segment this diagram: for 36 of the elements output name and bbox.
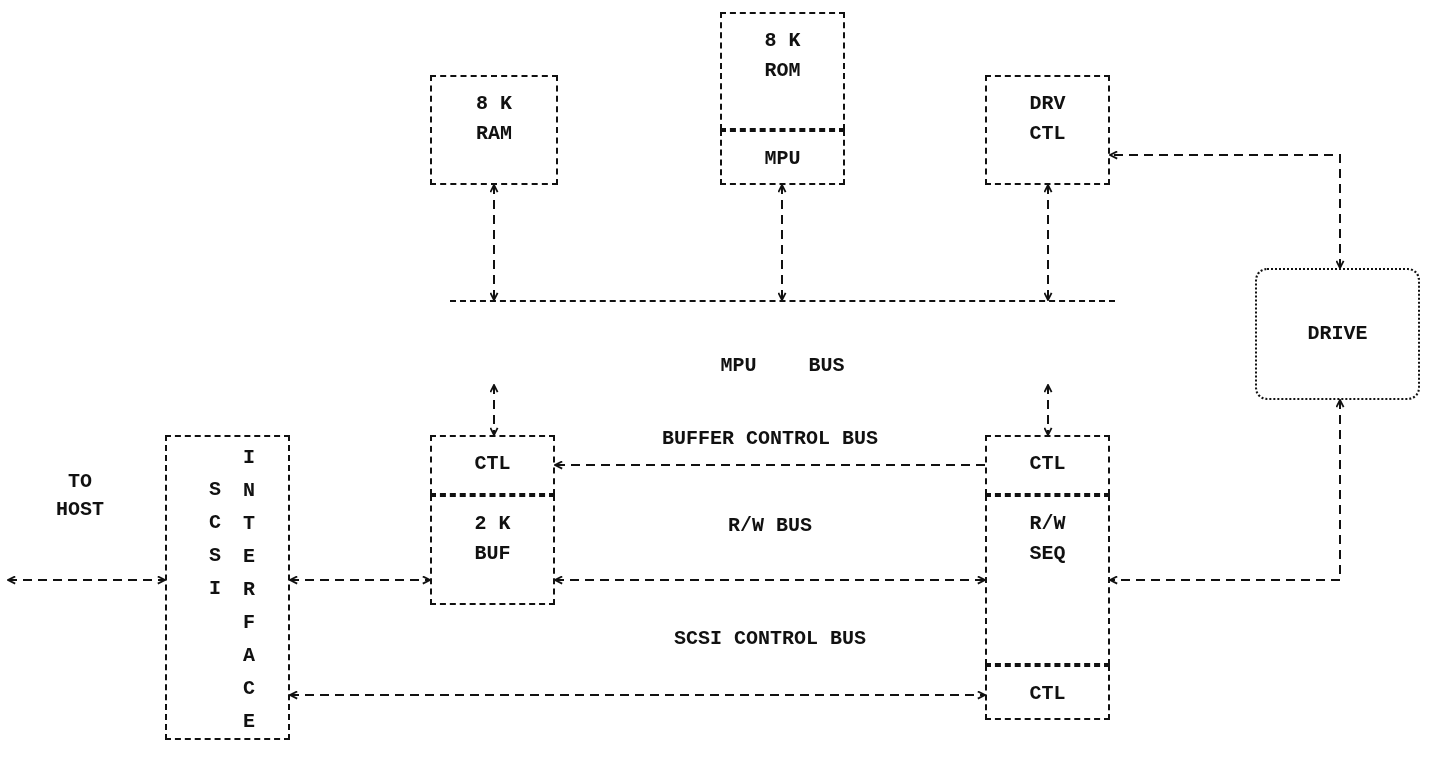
block-label: 8 K ROM — [763, 28, 802, 84]
dashed-arrow — [1109, 150, 1345, 269]
block-box — [430, 495, 555, 605]
block-box — [985, 75, 1110, 185]
block-box — [985, 495, 1110, 665]
block-box — [720, 12, 845, 130]
block-box — [430, 75, 558, 185]
dashed-arrow — [1043, 184, 1053, 301]
block-box — [720, 130, 845, 185]
block-label: CTL — [474, 451, 511, 477]
drive-box — [1255, 268, 1420, 400]
block-label: DRIVE — [1307, 321, 1368, 347]
block-box — [165, 435, 290, 740]
dashed-arrow — [7, 575, 166, 585]
block-label: 2 K BUF — [473, 511, 512, 567]
block-label: 8 K RAM — [475, 91, 513, 147]
block-label: R/W SEQ — [1028, 511, 1067, 567]
dashed-arrow — [554, 460, 986, 470]
block-label: MPU — [764, 146, 801, 172]
block-label: CTL — [1029, 451, 1066, 477]
block-box — [985, 435, 1110, 495]
vertical-label: SCSI — [208, 477, 222, 602]
block-label: CTL — [1029, 681, 1066, 707]
dashed-arrow — [1043, 384, 1053, 436]
dashed-arrow — [289, 690, 986, 700]
dashed-arrow — [289, 575, 431, 585]
bus-label: MPU BUS — [720, 353, 845, 379]
vertical-label: INTERFACE — [242, 445, 256, 735]
dashed-arrow — [554, 575, 986, 585]
block-label: DRV CTL — [1028, 91, 1067, 147]
dashed-arrow — [1109, 399, 1345, 585]
block-box — [985, 665, 1110, 720]
dashed-arrow — [489, 384, 499, 436]
dashed-arrow — [777, 184, 787, 301]
dashed-arrow — [489, 184, 499, 301]
block-box — [430, 435, 555, 495]
